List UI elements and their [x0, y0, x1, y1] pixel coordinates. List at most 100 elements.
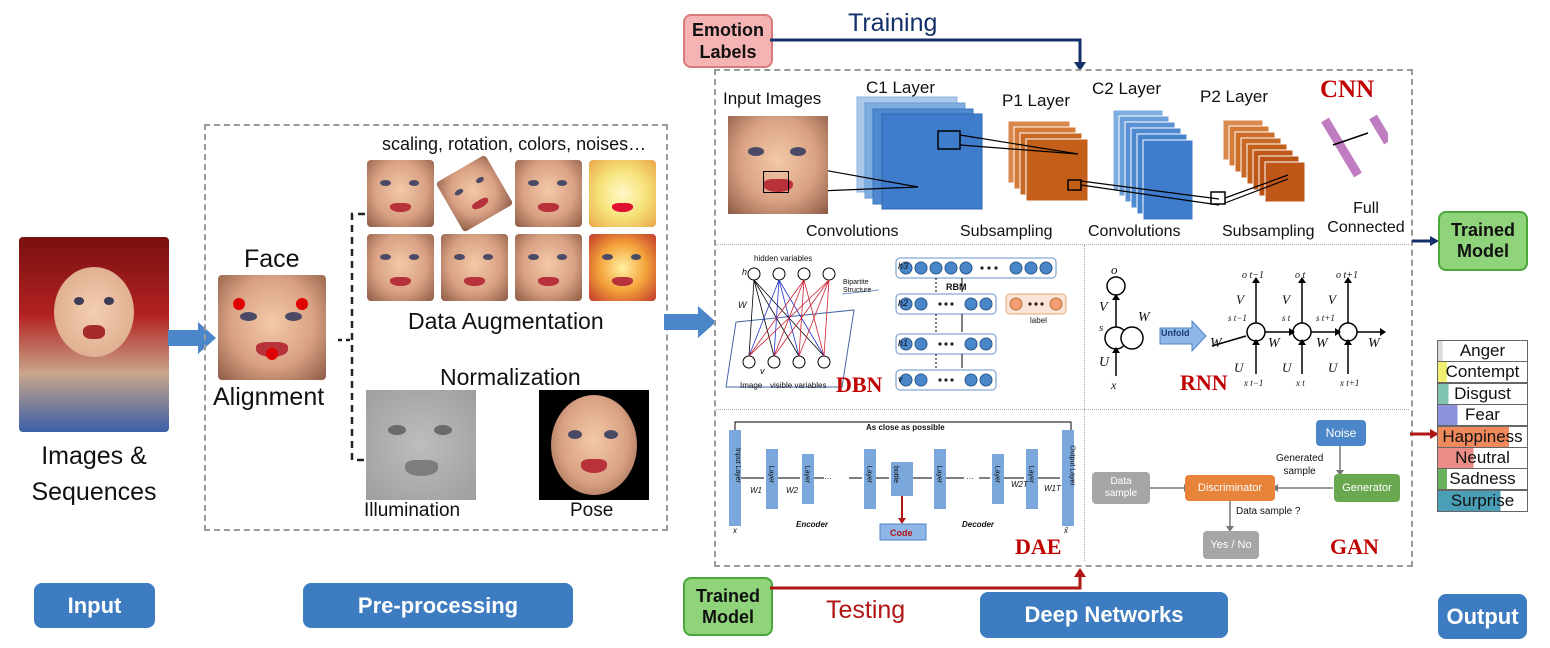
dae-w2-label: W2	[786, 486, 798, 495]
dbn-visible-variables-label: visible variables	[770, 381, 827, 390]
networks-divider-h1	[716, 244, 1409, 245]
arrow-to-emotions	[1410, 429, 1439, 439]
rnn-o-t-label: o t	[1295, 270, 1306, 281]
cnn-p2-label: P2 Layer	[1200, 87, 1269, 106]
arrow-preprocessing-to-networks	[664, 306, 716, 338]
rnn-o-prev-label: o t−1	[1242, 270, 1265, 281]
rnn-w4-label: W	[1368, 336, 1380, 351]
dbn-v2-label: v	[898, 374, 903, 384]
emotion-label: Disgust	[1454, 383, 1511, 403]
dbn-label-label: label	[1030, 316, 1047, 325]
rnn-x-prev-label: x t−1	[1244, 378, 1264, 388]
emotion-label: Happiness	[1442, 426, 1523, 446]
normalization-label: Normalization	[440, 364, 581, 390]
augmentation-caption: scaling, rotation, colors, noises…	[382, 134, 647, 154]
rnn-v1-label: V	[1236, 292, 1244, 307]
pose-label: Pose	[570, 500, 614, 521]
emotion-row-sadness: Sadness	[1437, 468, 1528, 491]
emotion-label: Fear	[1465, 405, 1500, 425]
dae-code-label: Code	[890, 528, 913, 538]
dae-layer-label-6: Layer	[1027, 465, 1035, 484]
cnn-input-images-label: Input Images	[723, 89, 822, 108]
cnn-c2-label: C2 Layer	[1092, 79, 1161, 98]
testing-arrow	[770, 568, 1086, 590]
rnn-w-unfold-label: W	[1210, 336, 1222, 351]
emotion-labels-box: Emotion Labels	[683, 14, 773, 68]
dae-input-layer-label: Input Layer	[734, 447, 742, 484]
augmented-face-3	[515, 160, 582, 227]
landmark-mouth	[266, 348, 278, 360]
emotion-label: Contempt	[1445, 362, 1520, 382]
rnn-u1-label: U	[1234, 360, 1244, 375]
rnn-w2-label: W	[1268, 336, 1280, 351]
dbn-h-label: h	[742, 267, 748, 277]
dae-decoder-label: Decoder	[962, 520, 995, 529]
rnn-u3-label: U	[1328, 360, 1338, 375]
preprocessing-section-button[interactable]: Pre-processing	[303, 583, 573, 628]
cnn-p1-label: P1 Layer	[1002, 91, 1071, 110]
trained-model-output-box: Trained Model	[1438, 211, 1528, 271]
networks-divider-h2	[716, 409, 1409, 410]
rnn-s-next-label: s t+1	[1316, 313, 1335, 323]
dbn-h1-label: h1	[898, 338, 909, 348]
testing-label: Testing	[826, 596, 906, 624]
dae-output-layer-label: Output Layer	[1068, 445, 1076, 486]
dae-title: DAE	[1015, 534, 1062, 559]
dae-dots-2: ···	[966, 474, 974, 483]
rnn-o-next-label: o t+1	[1336, 270, 1359, 281]
branch-bracket	[338, 212, 365, 462]
emotion-row-neutral: Neutral	[1437, 447, 1528, 469]
dae-w2t-label: W2T	[1011, 480, 1028, 489]
cnn-subsampling-2-label: Subsampling	[1222, 223, 1315, 240]
dbn-w-label: W	[738, 300, 747, 310]
training-label: Training	[848, 9, 938, 37]
emotion-row-happiness: Happiness	[1437, 425, 1528, 448]
aligned-face-image	[218, 275, 326, 380]
cnn-convolutions-2-label: Convolutions	[1088, 223, 1181, 240]
emotion-label: Neutral	[1455, 448, 1510, 467]
networks-divider-v	[1084, 245, 1085, 561]
augmented-face-7	[515, 234, 582, 301]
cnn-title: CNN	[1320, 76, 1375, 103]
dae-layer-label-1: Layer	[767, 465, 775, 484]
rnn-v3-label: V	[1328, 292, 1336, 307]
rnn-u2-label: U	[1282, 360, 1292, 375]
rnn-x-t-label: x t	[1296, 378, 1305, 388]
arrow-to-trained-model	[1412, 236, 1439, 246]
alignment-label: Alignment	[213, 383, 325, 411]
gan-yes-no-box: Yes / No	[1203, 531, 1259, 559]
dae-layer-label-2: Layer	[803, 465, 811, 484]
dbn-hidden-variables-label: hidden variables	[754, 254, 813, 263]
training-arrow	[770, 38, 1086, 71]
output-section-button[interactable]: Output	[1438, 594, 1527, 639]
rnn-s-prev-label: s t−1	[1228, 313, 1247, 323]
emotion-label: Sadness	[1449, 469, 1516, 489]
gan-discriminator-box: Discriminator	[1185, 475, 1275, 501]
rnn-diagram	[1104, 276, 1386, 376]
illumination-normalized-face	[366, 390, 476, 500]
rnn-unfold-label: Unfold	[1161, 328, 1190, 338]
rnn-w-label: W	[1138, 310, 1150, 325]
dae-w1-label: W1	[750, 486, 762, 495]
input-section-button[interactable]: Input	[34, 583, 155, 628]
augmented-face-8	[589, 234, 656, 301]
cnn-convolutions-1-label: Convolutions	[806, 223, 899, 240]
rnn-s-t-label: s t	[1282, 313, 1291, 323]
rnn-o-label: o	[1111, 262, 1118, 277]
dbn-bipartite-label: Bipartite Structure	[843, 279, 872, 294]
emotion-row-surprise: Surprise	[1437, 489, 1528, 512]
augmented-face-5	[367, 234, 434, 301]
cnn-input-face	[728, 116, 828, 214]
deep-networks-section-button[interactable]: Deep Networks	[980, 592, 1228, 638]
dbn-h3-label: h3	[898, 261, 909, 271]
cnn-full-connected-label: Full Connected	[1327, 200, 1405, 236]
dae-layer-label-5: Layer	[993, 465, 1001, 484]
rnn-v-label: V	[1099, 300, 1108, 315]
rnn-s-label: s	[1099, 322, 1104, 334]
gan-generator-box: Generator	[1334, 474, 1400, 502]
rnn-title: RNN	[1180, 370, 1228, 395]
gan-data-sample-box: Data sample	[1092, 472, 1150, 504]
augmentation-label: Data Augmentation	[408, 308, 604, 334]
cnn-subsampling-1-label: Subsampling	[960, 223, 1053, 240]
cnn-feature-maps	[828, 96, 1388, 221]
